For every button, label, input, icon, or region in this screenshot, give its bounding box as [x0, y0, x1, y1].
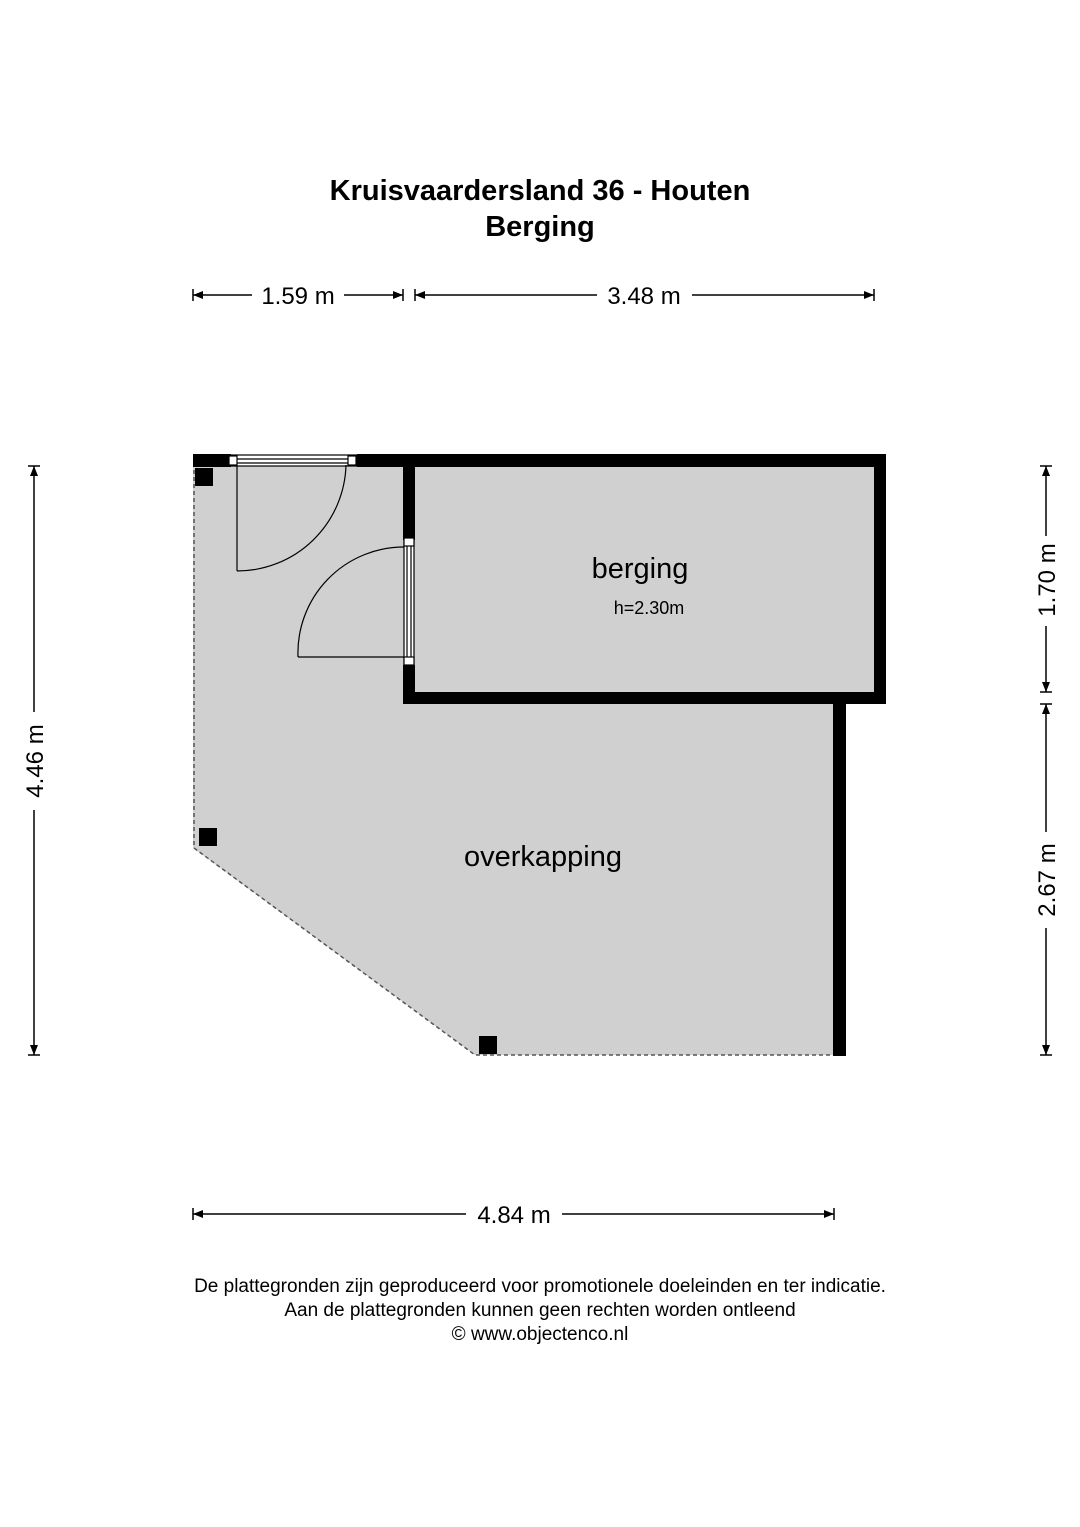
dimension-label: 1.59 m — [261, 283, 334, 310]
disclaimer-line-2: Aan de plattegronden kunnen geen rechten… — [284, 1300, 796, 1321]
overkapping-open-edge — [193, 470, 838, 1056]
dimension-label: 2.67 m — [1034, 843, 1061, 916]
dimension-label: 4.84 m — [477, 1202, 550, 1229]
copyright-line: © www.objectenco.nl — [451, 1324, 629, 1345]
dimension-right-top: 1.70 m — [1034, 465, 1061, 693]
dimension-label: 1.70 m — [1034, 543, 1061, 616]
dimension-right-bottom: 2.67 m — [1034, 703, 1061, 1056]
plan-title: Kruisvaardersland 36 - Houten — [329, 175, 751, 207]
room-label-overkapping: overkapping — [464, 841, 622, 873]
dimension-left: 4.46 m — [22, 465, 49, 1056]
dimension-top-right: 3.48 m — [414, 283, 875, 310]
dimension-label: 3.48 m — [607, 283, 680, 310]
door-berging — [297, 537, 415, 666]
dimension-top-left: 1.59 m — [192, 283, 404, 310]
dimension-bottom: 4.84 m — [192, 1202, 835, 1229]
columns — [195, 468, 497, 1054]
walls — [193, 454, 886, 1056]
door-top — [228, 454, 358, 572]
room-label-berging: berging — [592, 553, 689, 585]
plan-subtitle: Berging — [485, 211, 595, 243]
floor-area — [193, 456, 882, 1055]
dimension-label: 4.46 m — [22, 724, 49, 797]
disclaimer-line-1: De plattegronden zijn geproduceerd voor … — [194, 1276, 886, 1297]
room-height-berging: h=2.30m — [614, 598, 685, 618]
